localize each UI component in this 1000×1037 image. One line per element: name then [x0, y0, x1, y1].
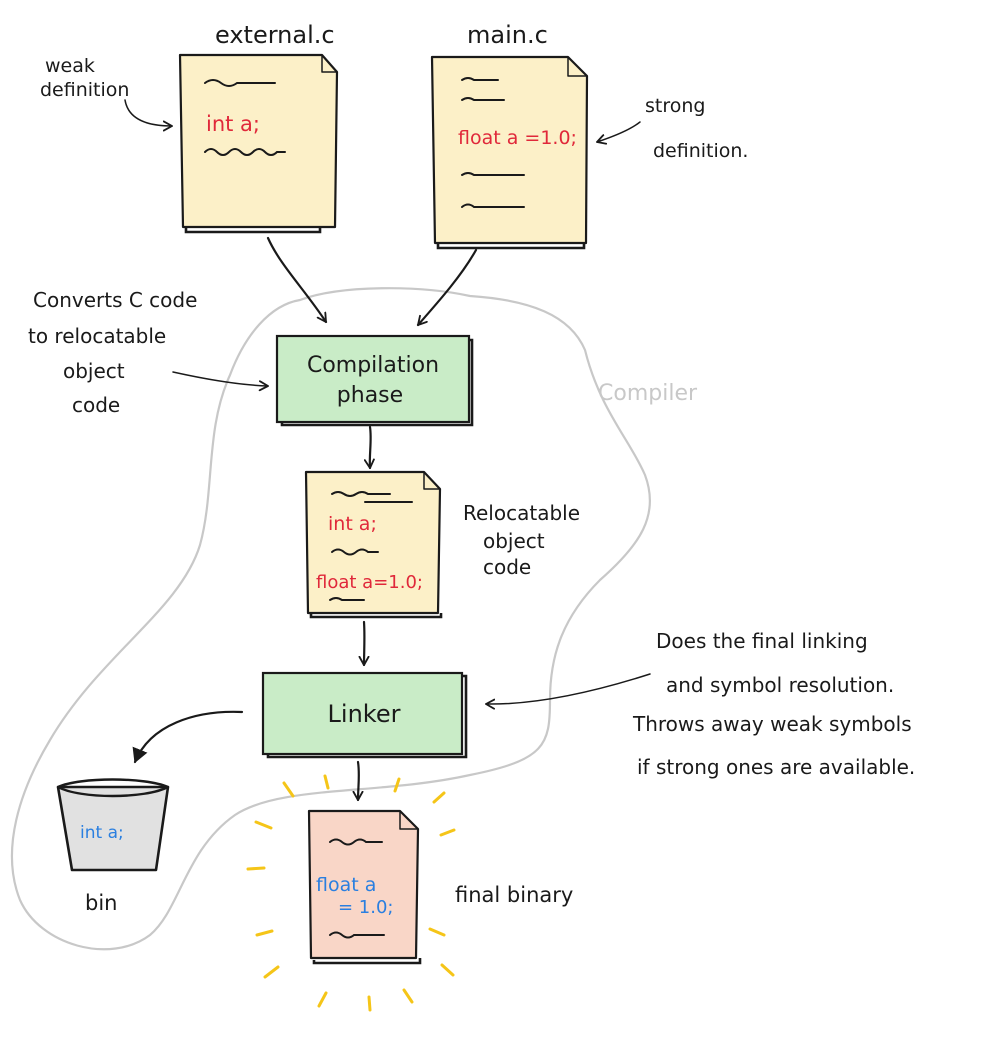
linker-desc-line2: and symbol resolution. [666, 673, 894, 697]
object-code-line1: int a; [328, 513, 377, 535]
linker-desc-line3: Throws away weak symbols [632, 712, 912, 736]
converts-line2: to relocatable [28, 324, 166, 348]
relocatable-label-line2: object [483, 529, 545, 553]
arrow-linker-to-final [352, 760, 364, 802]
final-binary-code-line2: = 1.0; [338, 897, 394, 918]
linker-desc-line4: if strong ones are available. [637, 755, 915, 779]
bin-code: int a; [80, 823, 124, 843]
linker-desc-arrow [485, 673, 651, 710]
converts-line3: object [63, 359, 125, 383]
external-c-code: int a; [206, 112, 260, 136]
compiler-region-label: Compiler [598, 381, 698, 406]
object-code-file: int a; float a=1.0; [304, 470, 443, 619]
external-c-file: int a; [178, 53, 339, 234]
arrow-compilation-to-object [363, 425, 375, 470]
arrow-external-to-compilation [266, 236, 328, 324]
main-c-file: float a =1.0; [430, 55, 589, 250]
linker-desc-line1: Does the final linking [656, 629, 868, 653]
final-binary-code-line1: float a [316, 874, 376, 896]
external-c-title: external.c [215, 21, 335, 49]
relocatable-label-line1: Relocatable [463, 501, 580, 525]
compilation-phase-line1: Compilation [307, 353, 439, 378]
arrow-linker-to-bin [132, 710, 244, 764]
bin-label: bin [85, 891, 117, 915]
compilation-phase-box: Compilation phase [275, 334, 474, 427]
final-binary-glow [246, 774, 456, 1012]
final-binary-file: float a = 1.0; [307, 809, 422, 965]
bin-icon [56, 785, 170, 872]
strong-definition-line1: strong [645, 95, 705, 117]
compiler-region-outline [10, 287, 652, 951]
arrow-main-to-compilation [416, 248, 478, 327]
main-c-title: main.c [467, 21, 548, 49]
converts-line1: Converts C code [33, 288, 197, 312]
converts-arrow [172, 371, 269, 392]
linker-box: Linker [261, 671, 468, 759]
weak-definition-line1: weak [45, 55, 95, 77]
strong-definition-arrow [596, 121, 641, 145]
main-c-code: float a =1.0; [458, 127, 577, 149]
relocatable-label-line3: code [483, 555, 531, 579]
object-code-line2: float a=1.0; [316, 572, 423, 593]
compilation-phase-line2: phase [337, 383, 403, 408]
final-binary-label: final binary [455, 883, 573, 907]
weak-definition-arrow [124, 99, 173, 132]
weak-definition-line2: definition [40, 79, 129, 101]
bin: int a; [56, 778, 170, 872]
converts-line4: code [72, 393, 120, 417]
linker-label: Linker [328, 700, 401, 728]
strong-definition-line2: definition. [653, 140, 748, 162]
